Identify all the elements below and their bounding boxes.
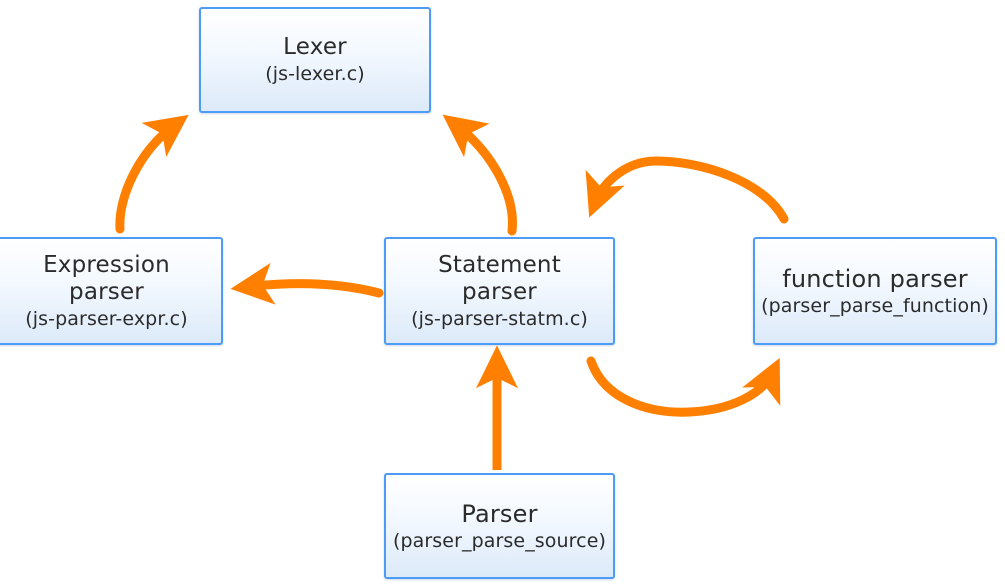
node-expression-parser-subtitle: (js-parser-expr.c) — [25, 307, 188, 330]
node-expression-parser-title: Expression parser — [43, 251, 170, 305]
node-lexer-title: Lexer — [283, 34, 347, 61]
edge-statm-to-expr — [230, 262, 384, 305]
edge-function-to-statm — [585, 156, 789, 224]
edge-statm-to-function — [586, 356, 781, 417]
node-function-parser-subtitle: (parser_parse_function) — [761, 294, 989, 317]
node-lexer[interactable]: Lexer (js-lexer.c) — [199, 7, 431, 113]
node-parser[interactable]: Parser (parser_parse_source) — [384, 473, 615, 579]
node-function-parser-title: function parser — [782, 264, 968, 293]
node-lexer-subtitle: (js-lexer.c) — [265, 63, 365, 86]
node-parser-title: Parser — [461, 499, 538, 528]
node-function-parser[interactable]: function parser (parser_parse_function) — [753, 237, 997, 345]
node-statement-parser[interactable]: Statement parser (js-parser-statm.c) — [384, 237, 615, 345]
edge-statm-to-lexer — [442, 114, 517, 236]
node-statement-parser-subtitle: (js-parser-statm.c) — [411, 307, 588, 330]
node-parser-subtitle: (parser_parse_source) — [392, 529, 607, 552]
node-statement-parser-title: Statement parser — [438, 251, 561, 305]
node-expression-parser[interactable]: Expression parser (js-parser-expr.c) — [0, 237, 223, 345]
edge-expr-to-lexer — [115, 114, 189, 234]
